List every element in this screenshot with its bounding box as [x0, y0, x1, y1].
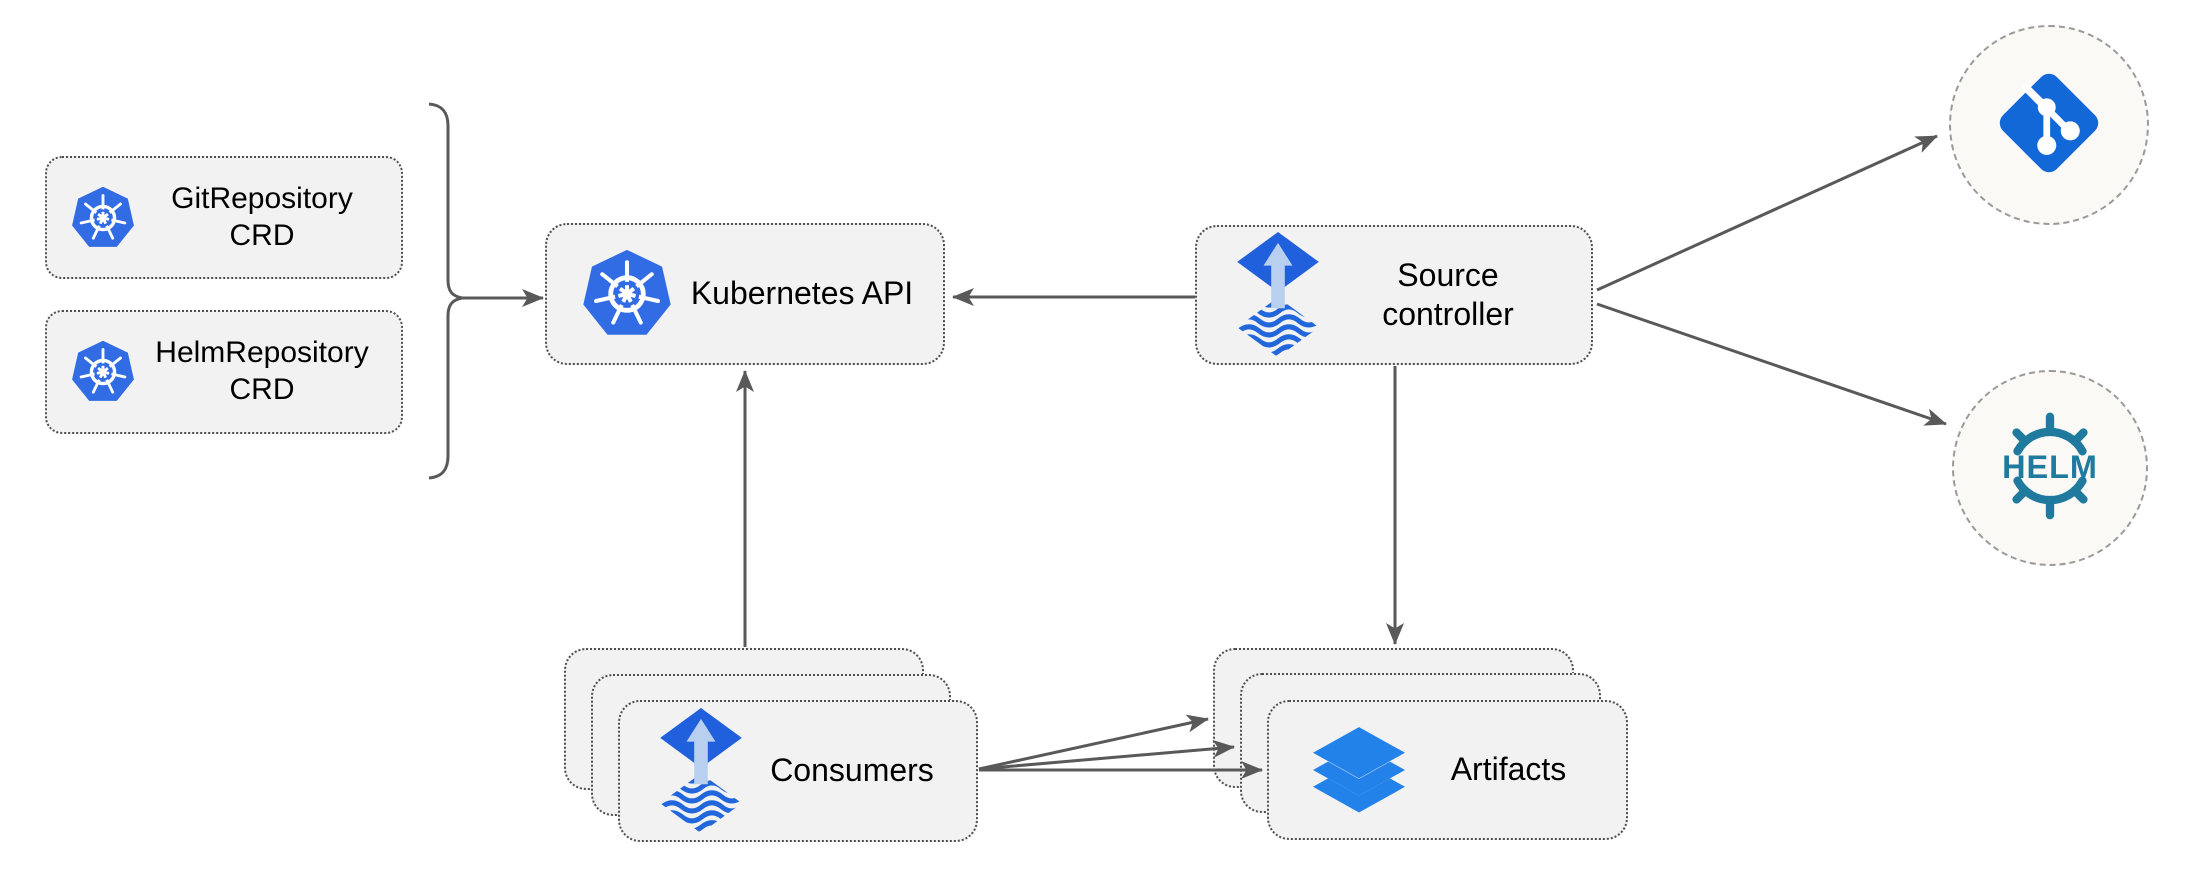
node-label: Kubernetes API [690, 275, 914, 312]
layers-icon [1313, 727, 1405, 813]
flux-icon [660, 707, 742, 835]
node-kubernetes-api: Kubernetes API [545, 223, 945, 365]
node-label: GitRepository CRD [171, 181, 353, 252]
helm-icon: HELM [1991, 407, 2109, 530]
kubernetes-icon [69, 338, 137, 406]
arrow-consumers-to-artifacts-back [978, 714, 1209, 771]
helm-endpoint-circle: HELM [1952, 370, 2148, 566]
node-helmrepository-crd: HelmRepository CRD [45, 310, 403, 434]
node-label: Consumers [770, 752, 934, 789]
node-artifacts: Artifacts [1267, 700, 1628, 840]
node-source-controller: Source controller [1195, 225, 1593, 365]
node-gitrepository-crd: GitRepository CRD [45, 156, 403, 279]
node-label: HelmRepository CRD [155, 336, 369, 406]
helm-logo-text: HELM [2002, 448, 2098, 484]
flux-icon [1237, 231, 1319, 359]
arrow-source-controller-to-git [1596, 134, 1938, 292]
git-endpoint-circle [1949, 25, 2149, 225]
kubernetes-icon [579, 246, 675, 342]
kubernetes-icon [69, 184, 137, 252]
node-consumers: Consumers [618, 700, 978, 842]
node-label: Artifacts [1450, 751, 1567, 788]
brace-crd-group [428, 102, 463, 480]
arrow-consumers-to-artifacts-middle [978, 739, 1235, 771]
node-label: Source controller [1382, 256, 1514, 332]
arrow-source-controller-to-helm [1596, 302, 1947, 426]
git-icon [1993, 67, 2105, 184]
